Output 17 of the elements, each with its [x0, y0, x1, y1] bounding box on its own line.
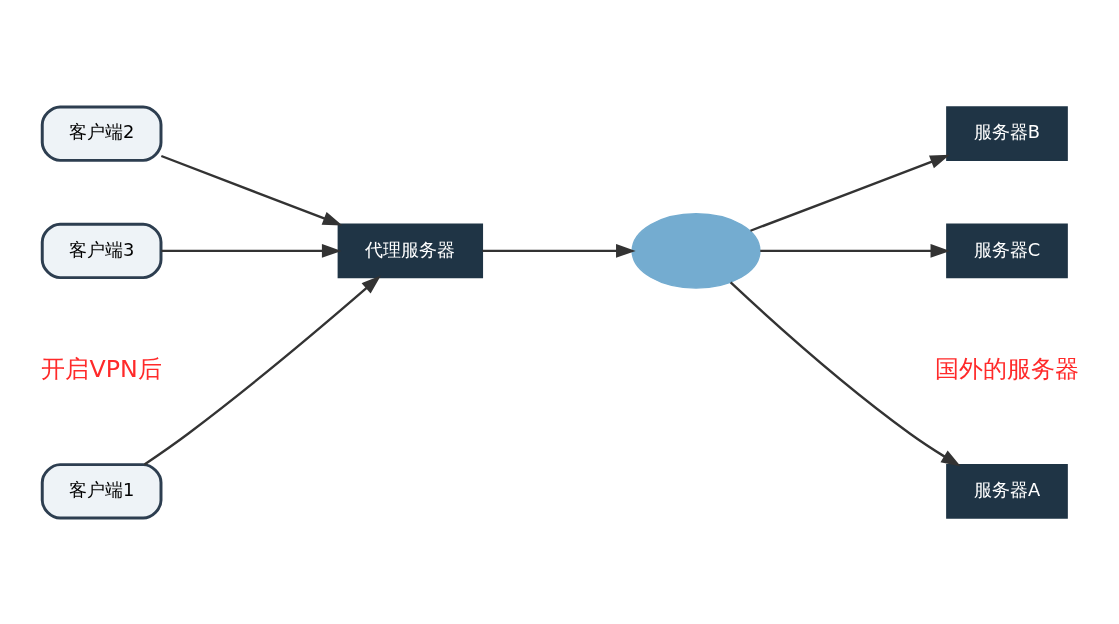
arrow — [760, 243, 951, 258]
arrow — [482, 243, 636, 258]
node-box: 客户端3 — [40, 222, 163, 279]
node-cloud — [631, 212, 761, 289]
arrow — [161, 243, 342, 258]
node-box: 客户端1 — [40, 462, 163, 520]
label: 国外的服务器 — [934, 354, 1079, 383]
arrow — [729, 281, 961, 466]
label: 开启VPN后 — [41, 354, 162, 383]
node-box: 服务器B — [946, 105, 1068, 161]
node-box: 客户端2 — [40, 104, 163, 162]
arrow — [160, 154, 343, 225]
arrow — [143, 275, 381, 465]
node-box: 服务器C — [946, 222, 1068, 278]
arrow — [750, 154, 950, 232]
node-box: 服务器A — [946, 463, 1068, 519]
node-box: 代理服务器 — [337, 222, 484, 278]
